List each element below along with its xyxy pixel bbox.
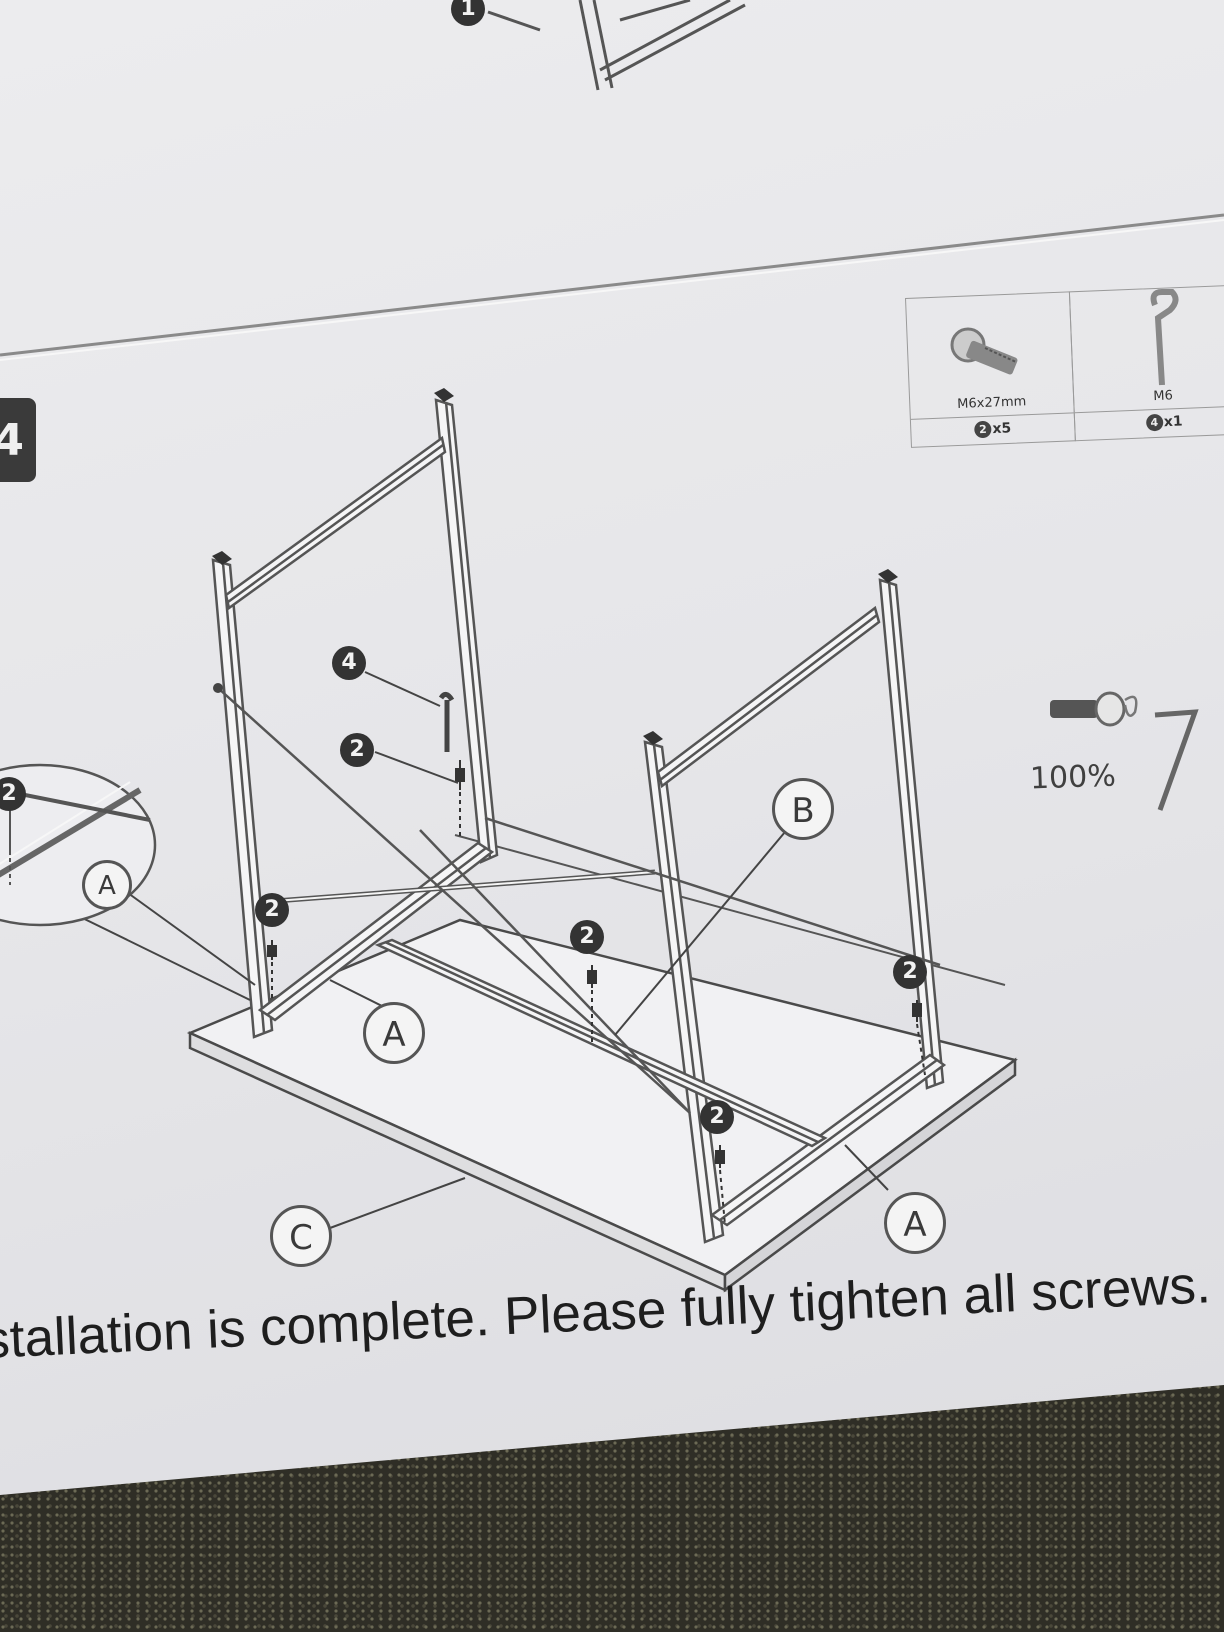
screw-marker: 2: [340, 733, 374, 767]
tighten-percentage: 100%: [1029, 758, 1117, 797]
cross-braces: [217, 687, 941, 1114]
step-number-badge: 4: [0, 398, 36, 482]
callout-frame-right: A: [884, 1192, 946, 1254]
tighten-icon: [1050, 691, 1199, 811]
screw-marker: 2: [700, 1100, 734, 1134]
left-front-leg-cap: [212, 551, 232, 565]
previous-step-fragment: [487, 0, 746, 91]
callout-frame-left: A: [363, 1002, 425, 1064]
right-back-leg-cap: [878, 569, 898, 583]
screw-marker: 2: [570, 920, 604, 954]
allen-key-icon: [1150, 289, 1179, 386]
right-front-leg-cap: [643, 731, 663, 745]
bolt-icon: [950, 327, 1018, 375]
screw-marker: 2: [255, 893, 289, 927]
left-back-leg-cap: [434, 388, 454, 402]
screw-marker: 2: [0, 777, 26, 811]
allen-key-in-use: [438, 692, 455, 752]
part-allen-key-spec: M6: [1153, 388, 1174, 405]
allen-key-marker: 4: [332, 646, 366, 680]
screw-marker: 2: [893, 955, 927, 989]
callout-zoom-inset: A: [82, 860, 132, 910]
leader-lines: [61, 671, 889, 1229]
callout-tabletop: C: [270, 1205, 332, 1267]
callout-brace: B: [772, 778, 834, 840]
long-bottom-rails: [374, 938, 828, 1148]
part-bolt-spec: M6x27mm: [956, 394, 1027, 412]
page-fold-line: [0, 213, 1224, 357]
previous-step-marker: 1: [451, 0, 485, 26]
